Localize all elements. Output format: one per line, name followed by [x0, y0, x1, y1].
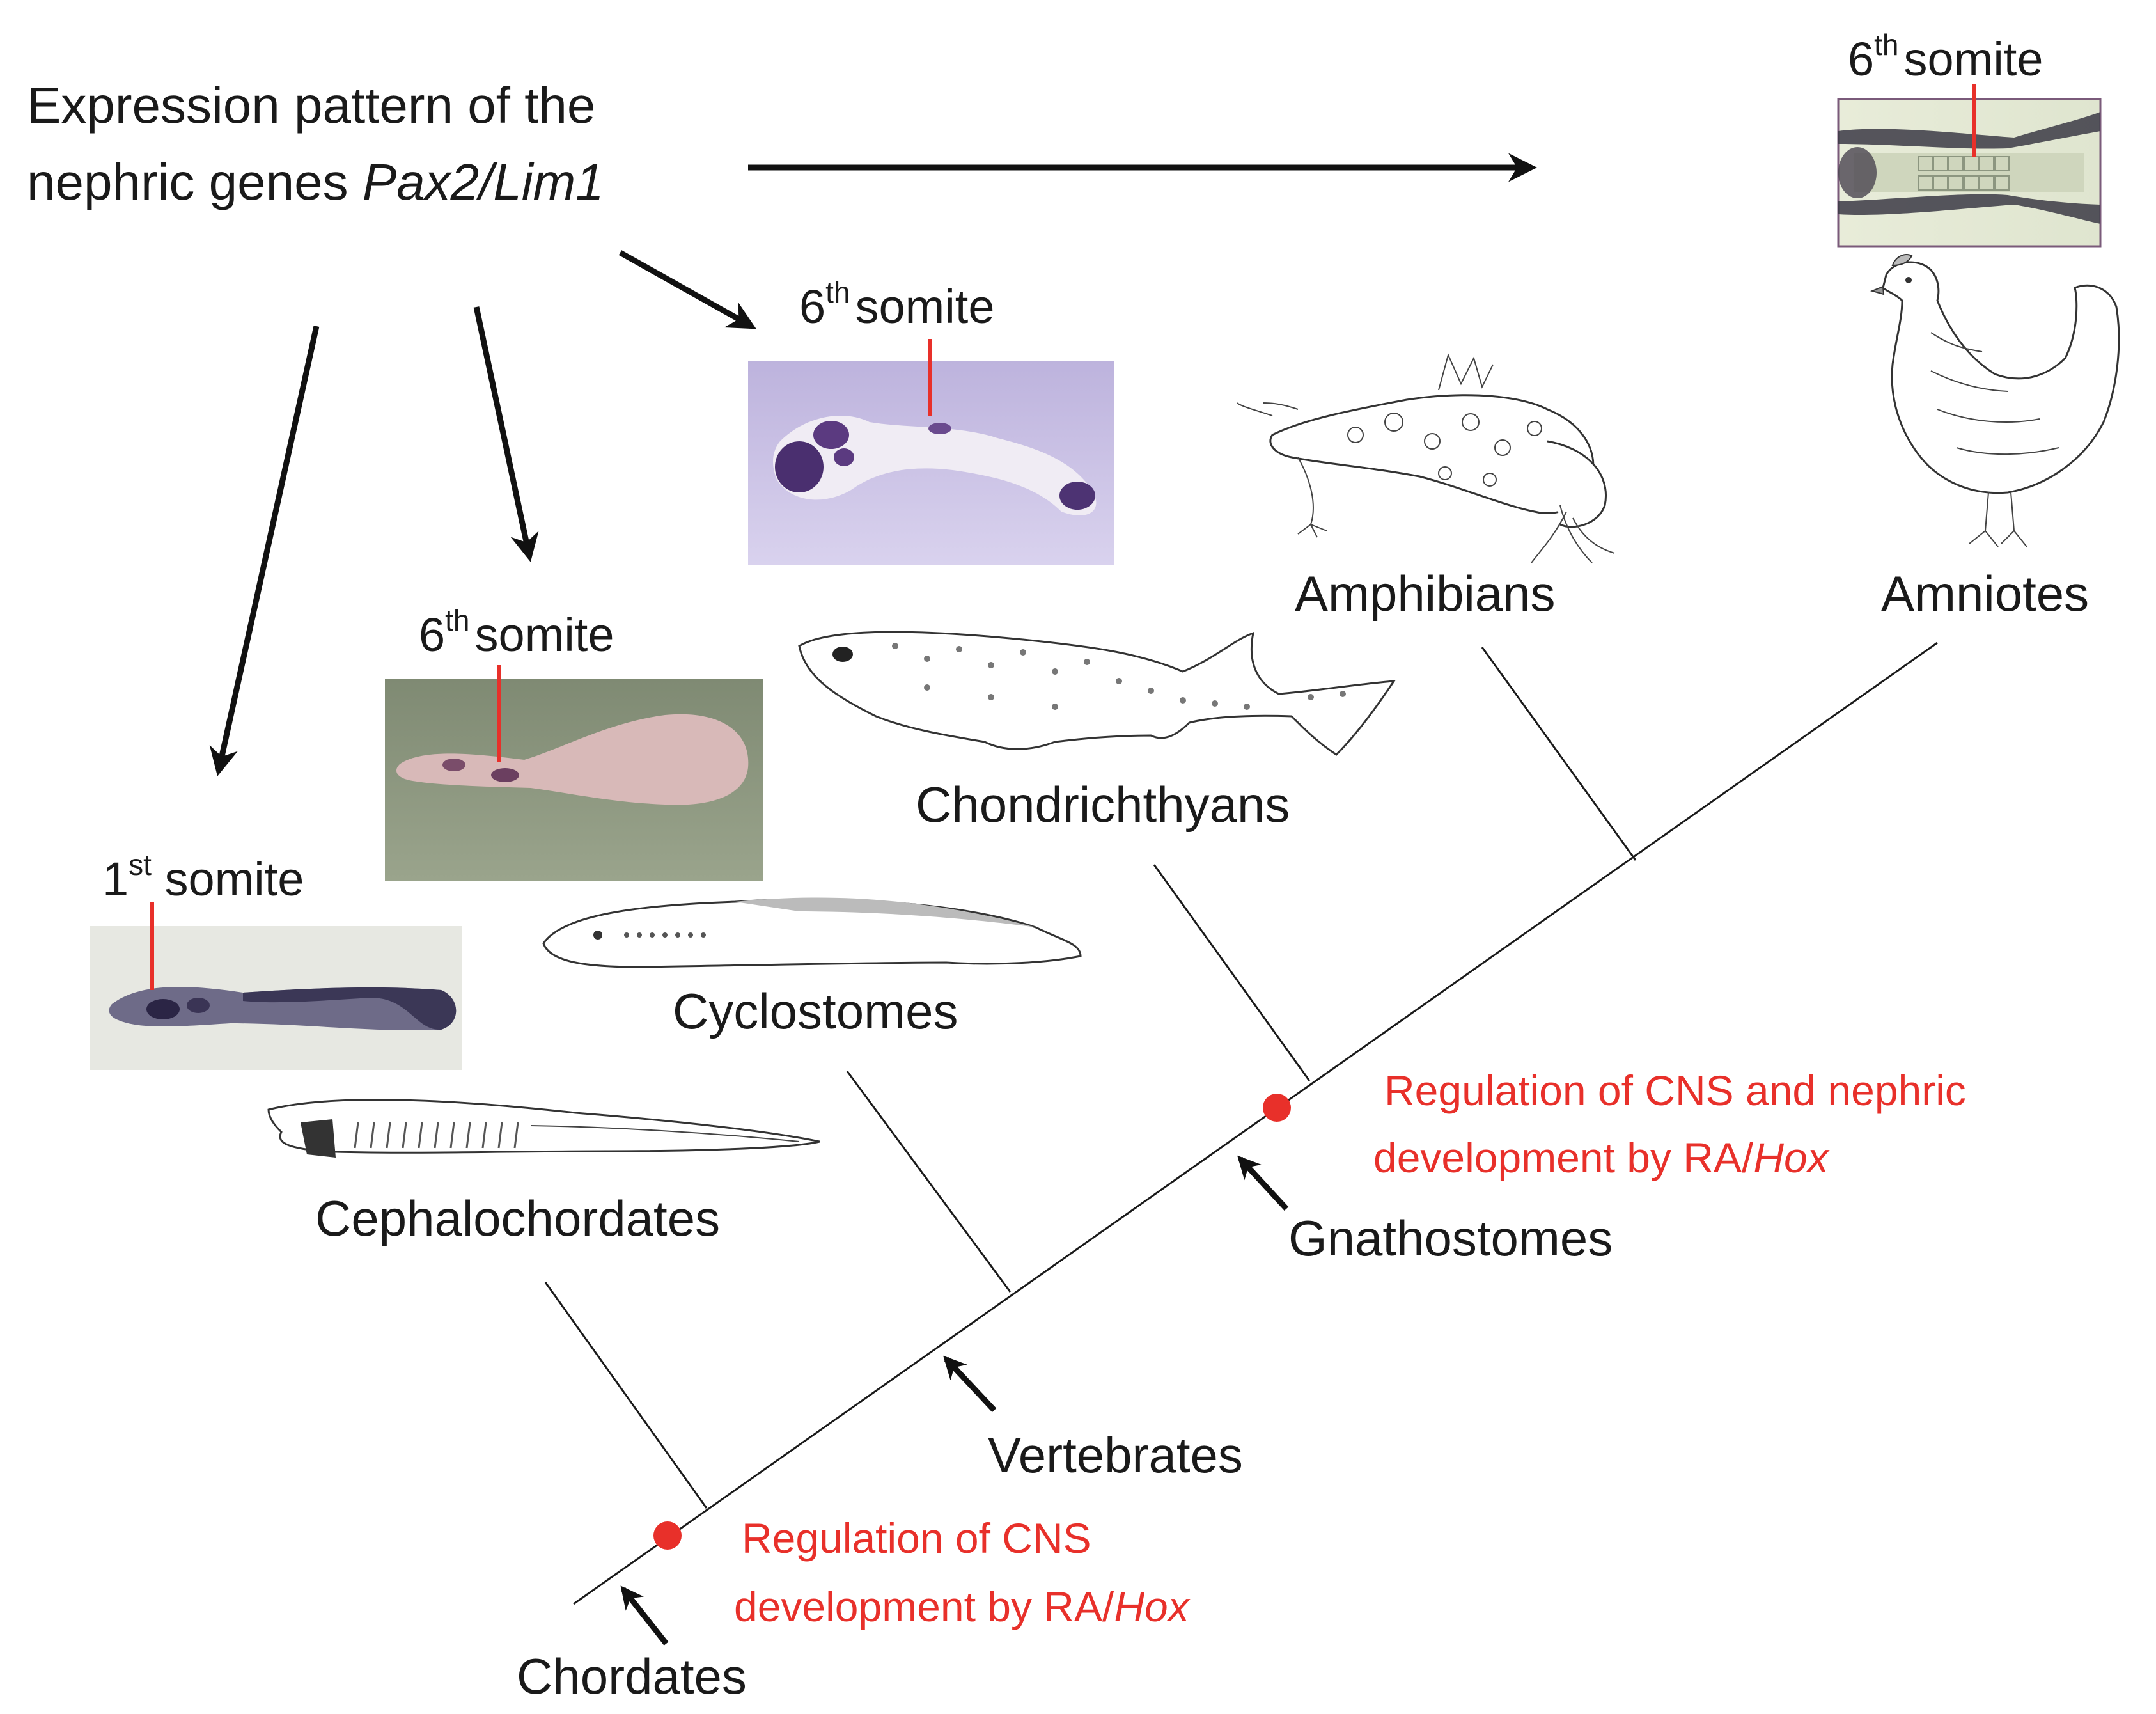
tree-backbone	[573, 641, 1938, 1605]
branch-amphibians	[1481, 647, 1637, 861]
taxon-label-amphibians: Amphibians	[1295, 565, 1556, 622]
taxon-label-cyclostomes: Cyclostomes	[673, 983, 958, 1039]
arrow-to-cephalochordates	[209, 326, 320, 776]
vertebrates-pointer-arrow	[943, 1355, 997, 1413]
amphioxus-drawing	[267, 1099, 820, 1158]
gnathostome-annotation-line1: Regulation of CNS and nephric	[1384, 1067, 1966, 1114]
branch-chondrichthyans	[1153, 864, 1311, 1081]
taxon-label-chondrichthyans: Chondrichthyans	[916, 776, 1290, 833]
node-label-chordates: Chordates	[517, 1648, 747, 1704]
phylogenetic-tree	[544, 641, 1938, 1605]
figure-title-line2: nephric genes Pax2/Lim1	[27, 153, 604, 210]
taxon-label-cephalochordates: Cephalochordates	[315, 1190, 720, 1246]
node-label-vertebrates: Vertebrates	[988, 1427, 1243, 1483]
amniote-embryo-photo	[1837, 98, 2102, 248]
chicken-drawing	[1870, 254, 2120, 547]
somite-blocks	[1918, 156, 2010, 191]
node-label-gnathostomes: Gnathostomes	[1288, 1210, 1613, 1266]
arrow-to-chondrichthyans	[618, 250, 756, 329]
taxon-label-amniotes: Amniotes	[1881, 565, 2089, 622]
chordate-annotation-line1: Regulation of CNS	[742, 1514, 1091, 1562]
cyclostome-embryo-photo	[385, 679, 763, 881]
chordates-node-dot	[653, 1521, 682, 1550]
chordates-pointer-arrow	[620, 1585, 669, 1646]
frog-drawing	[1237, 353, 1615, 563]
gnathostomes-pointer-arrow	[1237, 1155, 1289, 1211]
cephalochordate-embryo-photo	[90, 926, 462, 1070]
lamprey-drawing	[542, 897, 1082, 968]
gnathostome-annotation-line2: development by RA/Hox	[1373, 1134, 1830, 1181]
gnathostomes-node-dot	[1263, 1094, 1291, 1122]
chordate-annotation-line2: development by RA/Hox	[734, 1583, 1191, 1630]
shark-drawing	[798, 631, 1396, 756]
figure-title-line1: Expression pattern of the	[27, 77, 595, 134]
branch-cyclostomes	[846, 1071, 1012, 1293]
arrow-to-cyclostomes	[473, 306, 539, 562]
branch-cephalochordates	[544, 1282, 708, 1509]
somite-label-cephalochordate: 1st somite	[102, 848, 304, 906]
